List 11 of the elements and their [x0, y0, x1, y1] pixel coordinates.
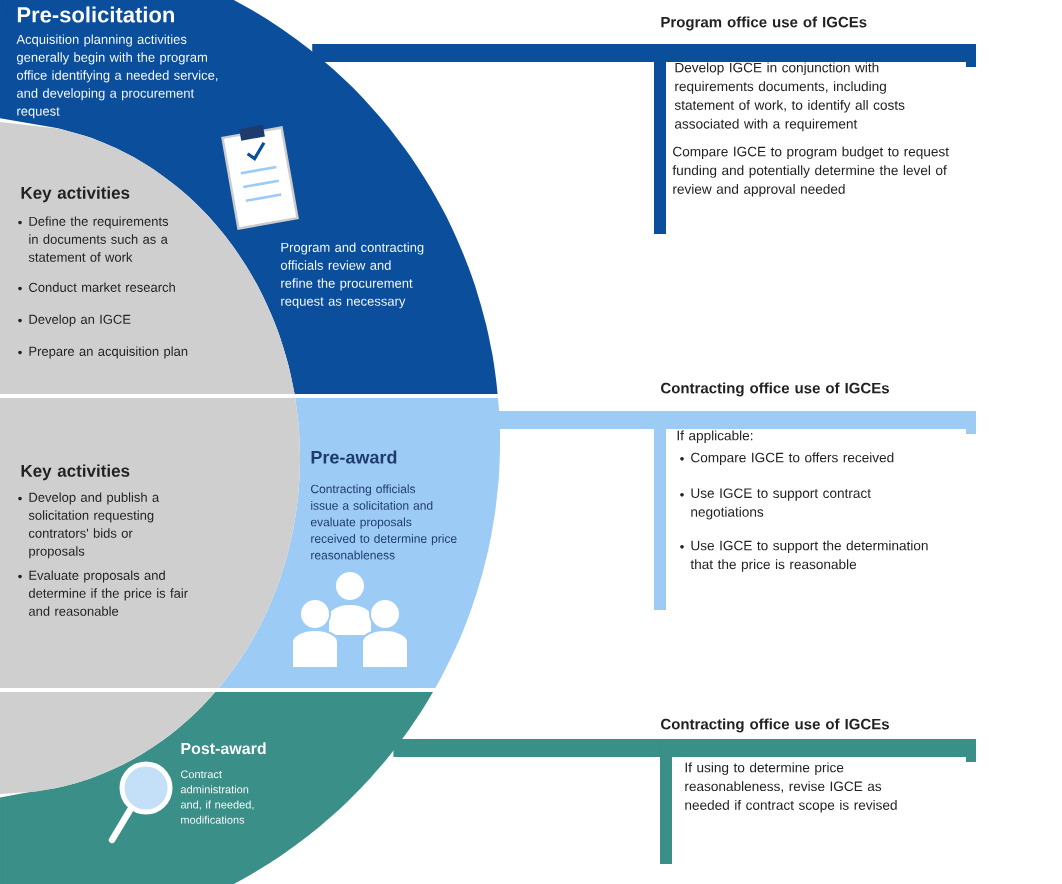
band-heading: Pre-award [311, 450, 397, 464]
section-heading: Key activities [21, 464, 130, 481]
section-heading: Key activities [21, 186, 130, 203]
connector-bar [312, 44, 660, 62]
band-heading: Post-award [181, 742, 266, 755]
connector-bar [497, 411, 660, 429]
phase-band [0, 692, 433, 884]
connector-bar [393, 739, 666, 757]
phase-band [0, 398, 300, 688]
phase-band [0, 0, 498, 394]
band-heading: Pre-solicitation [17, 6, 174, 23]
